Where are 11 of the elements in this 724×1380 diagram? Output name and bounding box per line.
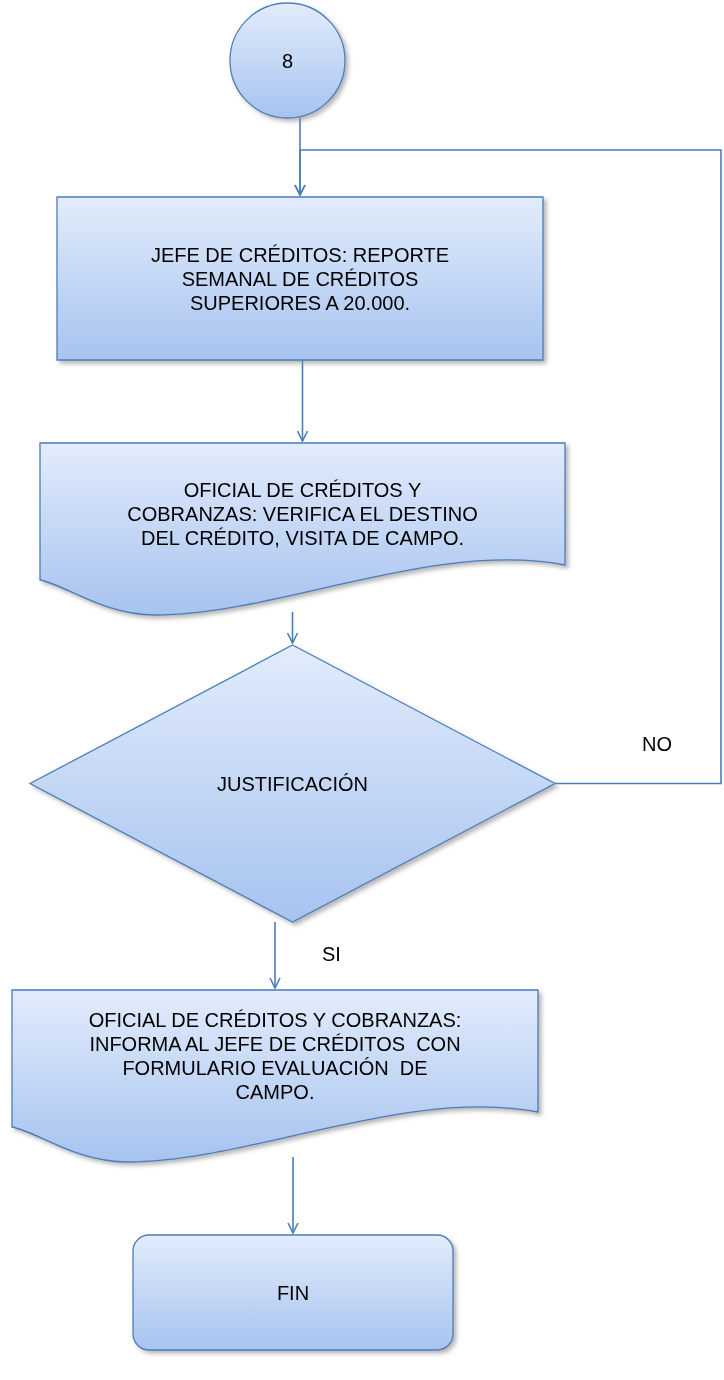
arrow	[294, 149, 722, 785]
arrow	[286, 611, 299, 644]
node-label: FIN	[276, 1280, 310, 1305]
node-label: JUSTIFICACIÓN	[216, 771, 369, 796]
node-label: 8	[281, 48, 294, 73]
node-label: JEFE DE CRÉDITOS: REPORTE SEMANAL DE CRÉDITOS SUPERIORES A 20.000.	[149, 242, 451, 315]
node-label: OFICIAL DE CRÉDITOS Y COBRANZAS: INFORMA AL JEFE DE CRÉDITOS CON FORMULARIO EVALUACIÓN DE CAMPO.	[88, 1008, 462, 1104]
arrow	[269, 921, 281, 989]
node-label: OFICIAL DE CRÉDITOS Y COBRANZAS: VERIFICA EL DESTINO DEL CRÉDITO, VISITA DE CAMPO.	[126, 478, 479, 550]
arrow	[296, 359, 309, 442]
arrow	[287, 1156, 299, 1234]
